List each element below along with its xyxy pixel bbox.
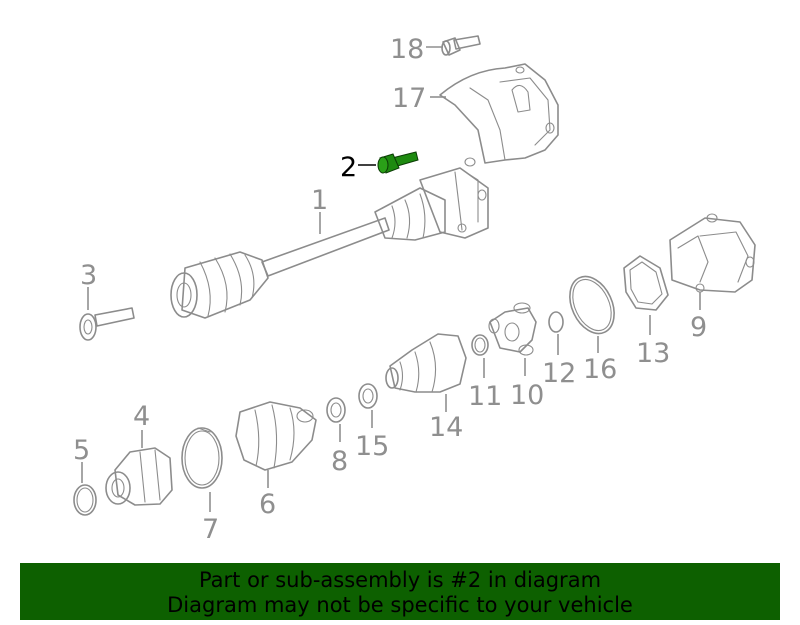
callout-8[interactable]: 8: [331, 446, 348, 477]
part-5-ring[interactable]: [73, 484, 97, 516]
callout-17[interactable]: 17: [392, 83, 426, 114]
callout-18[interactable]: 18: [390, 34, 424, 65]
part-6-boot[interactable]: [235, 401, 317, 471]
callout-6[interactable]: 6: [259, 489, 276, 520]
callout-15[interactable]: 15: [355, 431, 389, 462]
part-7-clamp[interactable]: [181, 427, 223, 489]
part-12-ring[interactable]: [548, 311, 564, 333]
callout-4[interactable]: 4: [133, 401, 150, 432]
part-16-clamp[interactable]: [561, 269, 623, 340]
part-14-boot[interactable]: [385, 333, 467, 393]
callout-11[interactable]: 11: [468, 381, 502, 412]
callout-14[interactable]: 14: [429, 412, 463, 443]
part-11-ring[interactable]: [471, 334, 489, 356]
callout-9[interactable]: 9: [690, 312, 707, 343]
part-15-bushing[interactable]: [358, 383, 378, 409]
callout-12[interactable]: 12: [542, 358, 576, 389]
part-9-housing[interactable]: [669, 213, 756, 293]
callout-2[interactable]: 2: [340, 152, 357, 183]
part-3-bolt[interactable]: [79, 307, 135, 341]
callout-10[interactable]: 10: [510, 380, 544, 411]
part-1-axle-shaft[interactable]: [170, 157, 489, 319]
part-8-bushing[interactable]: [326, 397, 346, 423]
info-banner: Part or sub-assembly is #2 in diagram Di…: [20, 563, 780, 620]
callout-5[interactable]: 5: [73, 435, 90, 466]
callout-16[interactable]: 16: [583, 354, 617, 385]
part-13-gasket[interactable]: [623, 255, 669, 311]
part-2-bolt[interactable]: [377, 151, 419, 174]
callout-3[interactable]: 3: [80, 260, 97, 291]
banner-line-1: Part or sub-assembly is #2 in diagram: [198, 568, 602, 592]
part-18-bolt[interactable]: [441, 35, 481, 56]
part-4-cv-joint[interactable]: [105, 447, 173, 506]
part-10-tripod[interactable]: [488, 302, 537, 356]
callout-7[interactable]: 7: [202, 514, 219, 545]
parts-diagram: 18 17 2 1 3 4 5 7 6 8 15 14 11 10 12 16 …: [73, 34, 756, 545]
part-17-heat-shield[interactable]: [439, 63, 559, 164]
callout-13[interactable]: 13: [636, 338, 670, 369]
banner-line-2: Diagram may not be specific to your vehi…: [167, 593, 633, 617]
callout-1[interactable]: 1: [311, 185, 328, 216]
